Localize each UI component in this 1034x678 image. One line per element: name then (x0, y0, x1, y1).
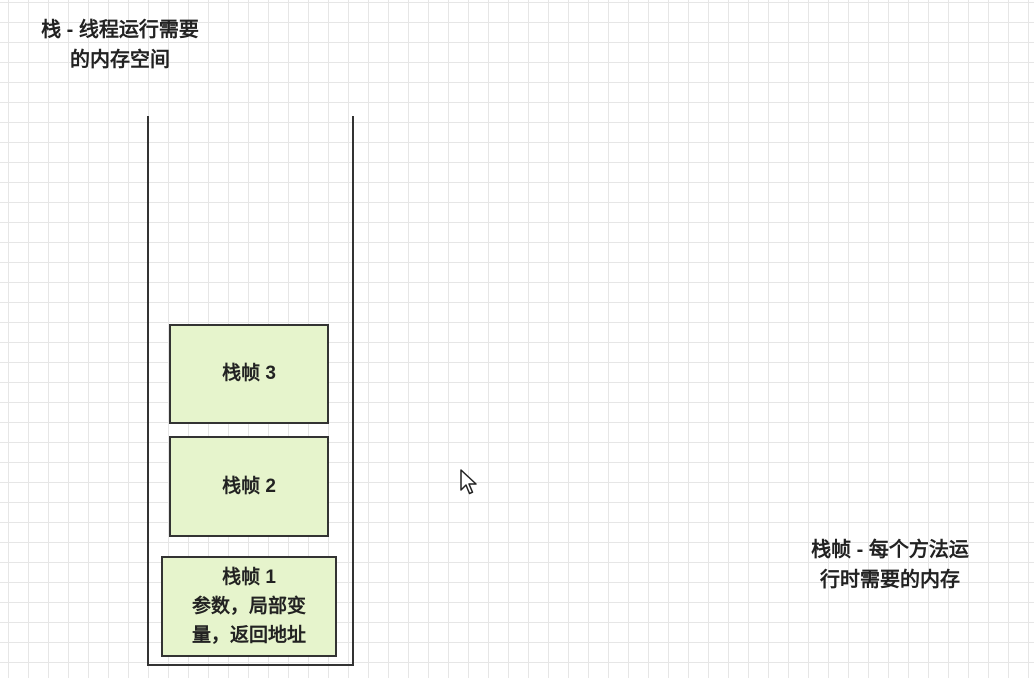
stack-frame-1-title: 栈帧 1 (222, 567, 276, 588)
stack-frame-1-detail: 参数，局部变 量，返回地址 (191, 596, 306, 646)
stack-annotation: 栈 - 线程运行需要 的内存空间 (41, 19, 199, 71)
stack-frame-3-title: 栈帧 3 (222, 363, 276, 384)
stack-frame-2[interactable]: 栈帧 2 (169, 436, 329, 537)
mouse-cursor-icon (460, 469, 477, 495)
stack-frame-1[interactable]: 栈帧 1 参数，局部变 量，返回地址 (161, 556, 337, 657)
stack-frame-2-title: 栈帧 2 (222, 475, 276, 497)
frame-annotation: 栈帧 - 每个方法运 行时需要的内存 (811, 539, 969, 591)
stack-container (147, 116, 354, 666)
stack-frame-3[interactable]: 栈帧 3 (169, 324, 329, 424)
